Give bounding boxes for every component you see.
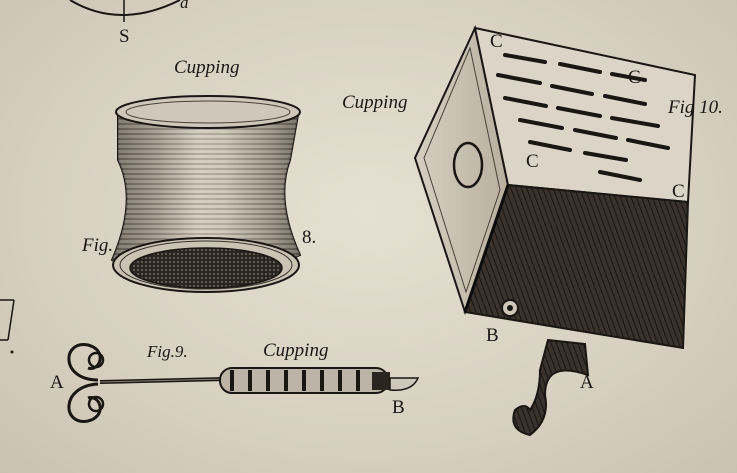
fig10-letter-a: A — [580, 372, 594, 393]
compass-letter-d: d — [180, 0, 189, 12]
fig10-corner-c3: C — [526, 151, 539, 172]
fig10-corner-c2: C — [628, 67, 641, 88]
edge-fragment — [0, 299, 15, 354]
fig10-corner-c1: C — [490, 31, 503, 52]
fig10-letter-b: B — [486, 325, 499, 346]
fig9-caption: Cupping — [263, 340, 329, 361]
fig10-label: Fig 10. — [668, 97, 723, 118]
fig8-caption: Cupping — [174, 57, 240, 78]
fig8-number: 8. — [302, 227, 317, 248]
fig10-corner-c4: C — [672, 181, 685, 202]
fig9-label: Fig.9. — [147, 342, 188, 361]
fig10-scarificator-box — [413, 24, 697, 437]
compass-fragment — [69, 0, 181, 22]
fig9-letter-a: A — [50, 372, 64, 393]
fig9-letter-b: B — [392, 397, 405, 418]
fig8-label: Fig. — [82, 235, 114, 256]
compass-letter-s: S — [119, 26, 130, 47]
fig9-instrument — [67, 343, 420, 423]
fig8-cupping-glass — [110, 95, 302, 293]
fig10-caption: Cupping — [342, 92, 408, 113]
